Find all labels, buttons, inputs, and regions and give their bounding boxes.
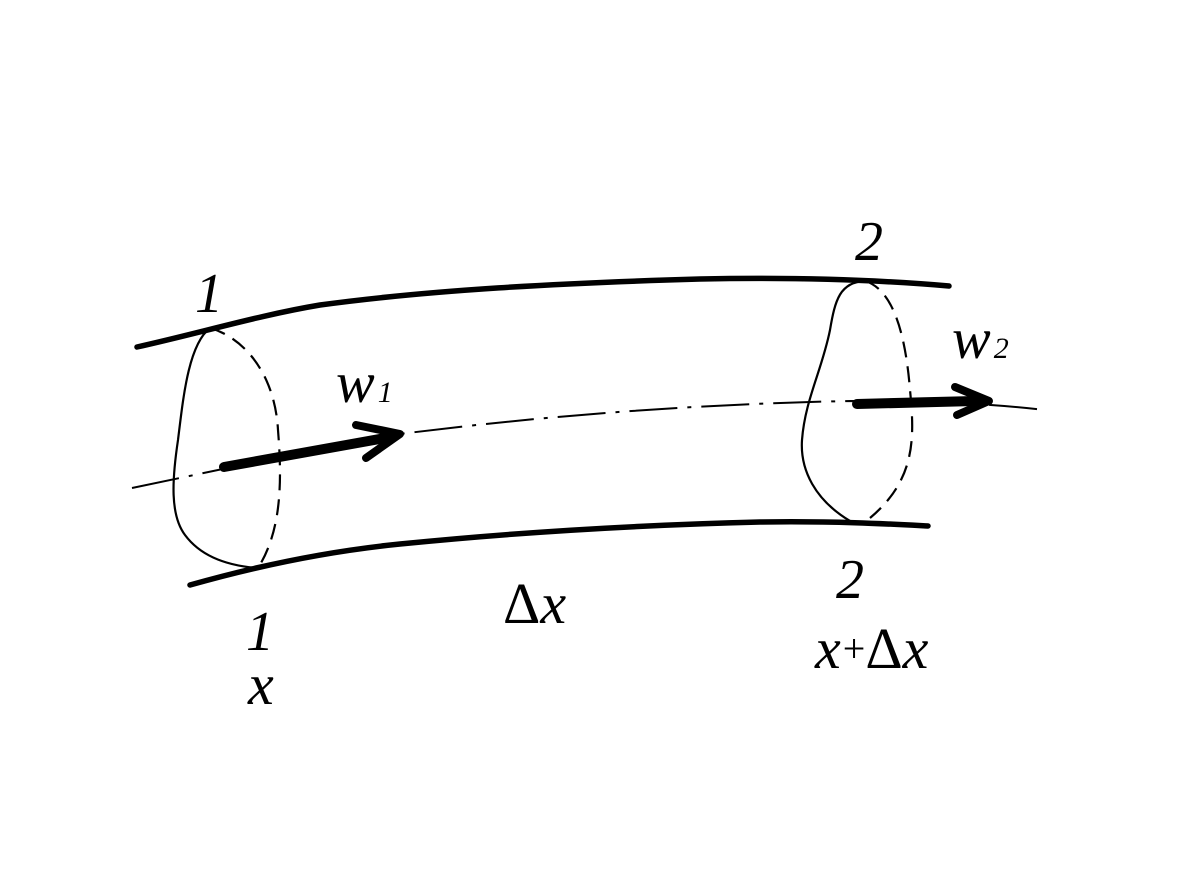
- velocity-2-symbol: w: [952, 306, 991, 371]
- section-2-bottom-label: 2: [836, 549, 864, 611]
- section-2-position-label: x+Δx: [814, 616, 929, 681]
- section-2-top-label: 2: [855, 211, 883, 273]
- velocity-1-arrow-head: [352, 421, 404, 462]
- section-1-front-outline: [172, 327, 259, 570]
- section-1-back-outline: [209, 326, 282, 569]
- velocity-1-subscript: 1: [378, 376, 393, 409]
- velocity-2-arrow-head: [951, 383, 993, 419]
- tube-upper-wall: [134, 275, 952, 350]
- section-2-position-plus: +: [843, 626, 866, 671]
- velocity-2-subscript: 2: [994, 332, 1009, 365]
- length-label-delta: Δ: [503, 571, 540, 636]
- velocity-1-arrow-shaft: [219, 433, 390, 472]
- section-1-top-label: 1: [195, 263, 223, 325]
- section-1-position-label: x: [247, 652, 274, 717]
- length-label: Δx: [503, 571, 566, 636]
- section-2-position-var: x: [814, 616, 841, 681]
- section-2-front-outline: [800, 279, 866, 522]
- tube-lower-wall: [187, 519, 931, 588]
- tube-centerline: [131, 399, 1046, 489]
- length-label-var: x: [539, 571, 566, 636]
- section-2-position-delta-var: x: [902, 616, 929, 681]
- section-2-position-delta: Δ: [865, 616, 902, 681]
- velocity-1-symbol: w: [336, 350, 375, 415]
- velocity-2-arrow-shaft: [852, 396, 980, 409]
- section-2-back-outline: [864, 279, 914, 519]
- section-1-bottom-label: 1: [246, 601, 274, 663]
